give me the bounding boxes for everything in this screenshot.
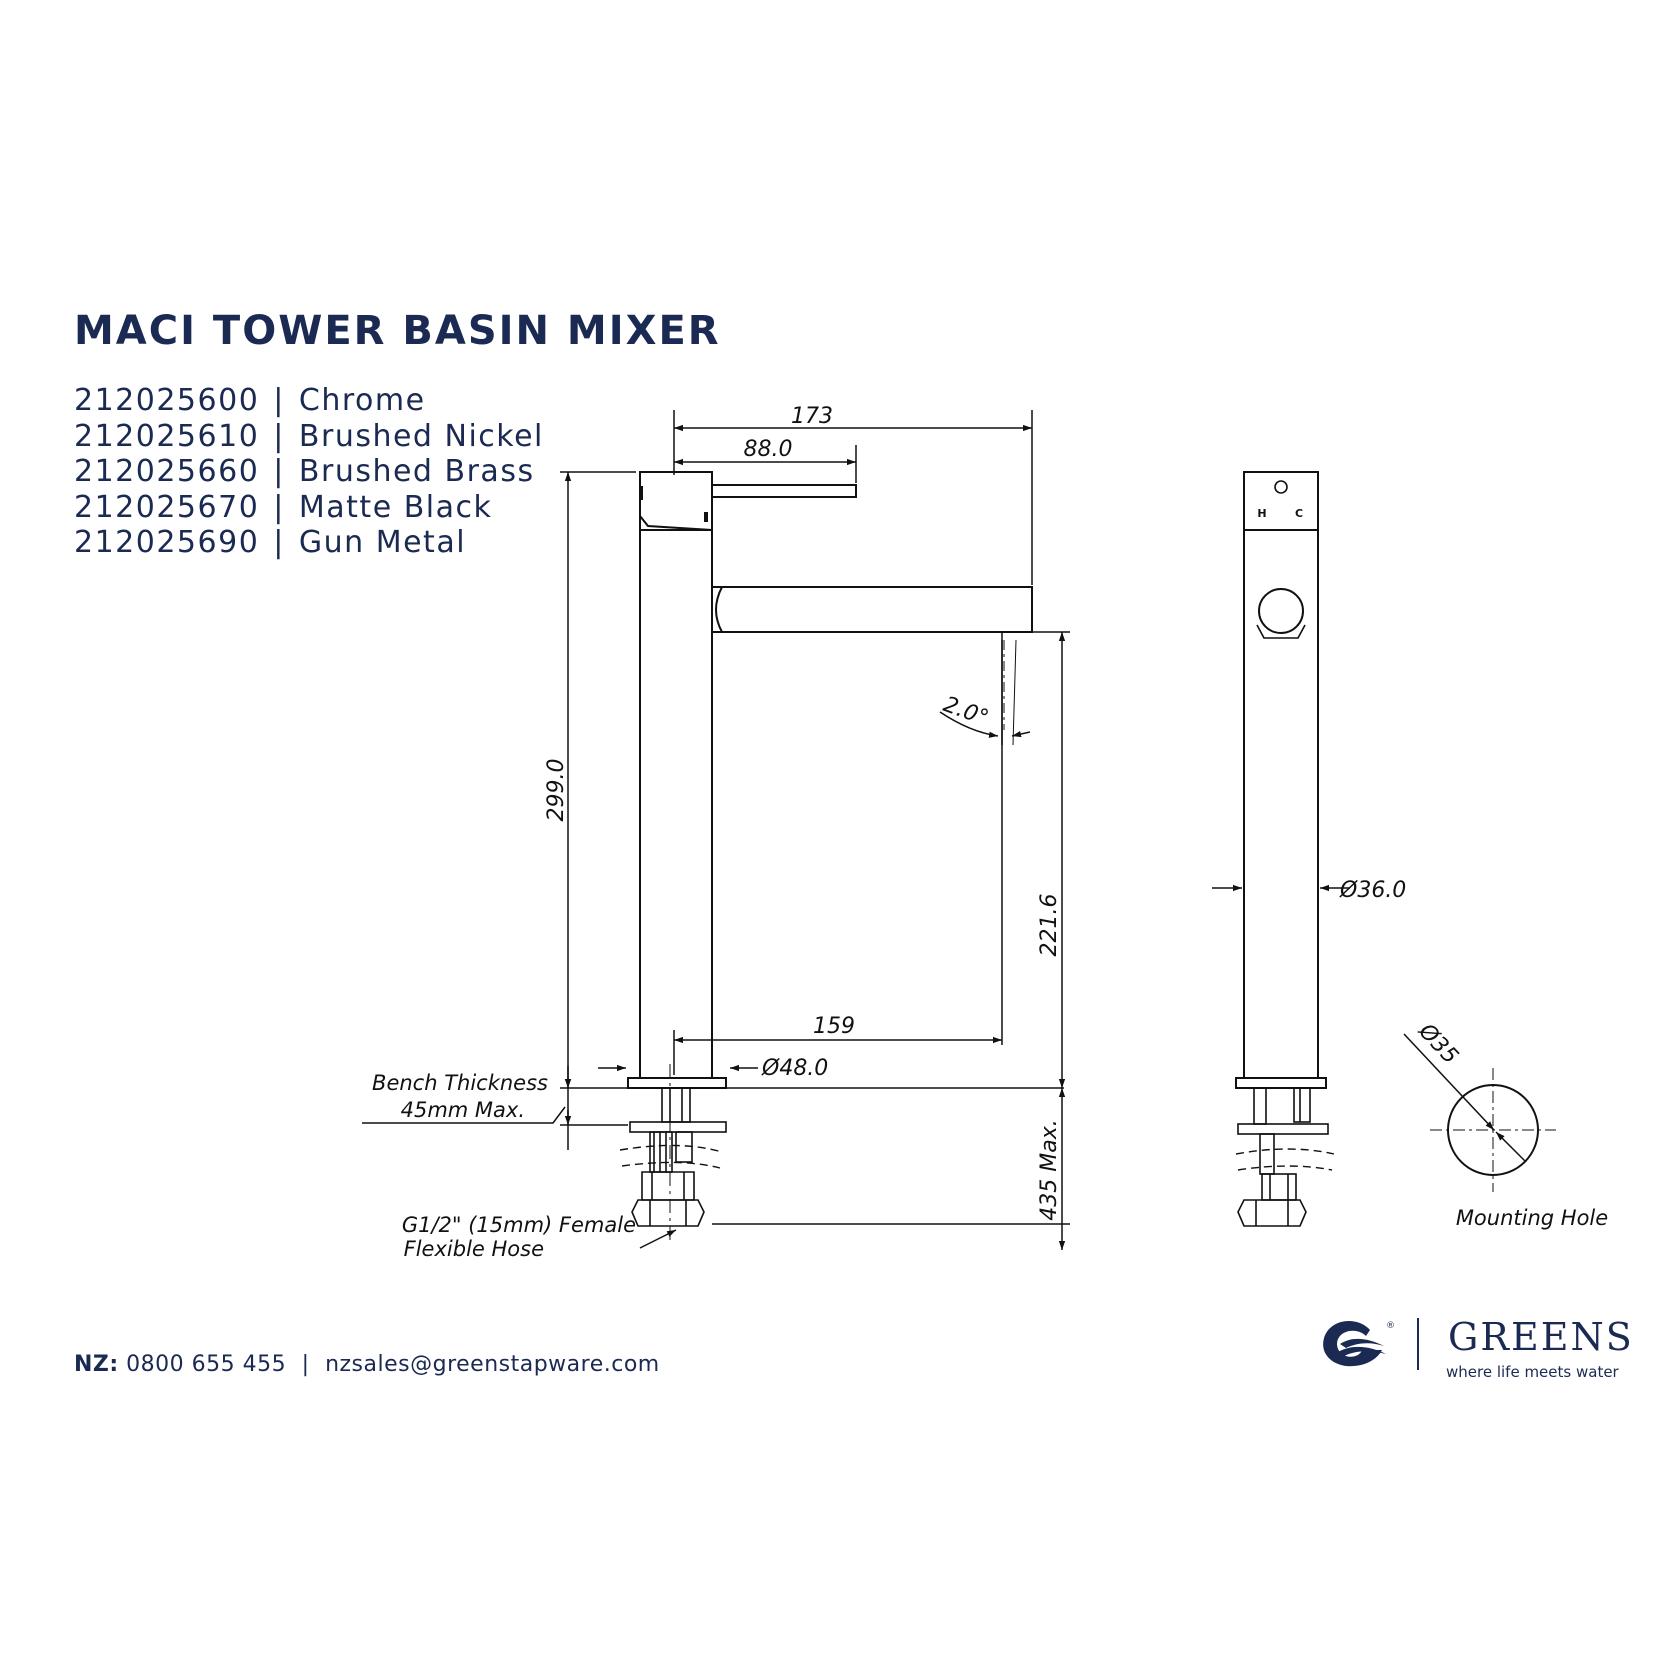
product-code: 212025600	[74, 383, 260, 418]
dim-overall-reach: 173	[791, 404, 833, 429]
finish-name: Gun Metal	[298, 525, 467, 560]
front-view	[619, 471, 1033, 1240]
spout-outlet	[1258, 588, 1304, 634]
brand-tagline: where life meets water	[1446, 1363, 1619, 1381]
finish-name: Matte Black	[298, 489, 493, 525]
greens-logo: ®	[1323, 1318, 1419, 1370]
contact-line: NZ: 0800 655 455 | nzsales@greenstapware…	[74, 1352, 660, 1377]
separator: |	[273, 383, 285, 418]
email-address: nzsales@greenstapware.com	[325, 1352, 660, 1377]
dim-height: 299.0	[544, 759, 569, 822]
hot-label: H	[1257, 507, 1266, 520]
product-code-row: 212025670 | Matte Black	[74, 490, 544, 526]
note-bench-max: 45mm Max.	[401, 1098, 525, 1122]
phone-number: 0800 655 455	[126, 1352, 287, 1377]
note-bench-thickness: Bench Thickness	[372, 1071, 548, 1095]
separator: |	[273, 489, 285, 525]
dim-handle-reach: 88.0	[744, 437, 793, 462]
product-code-row: 212025690 | Gun Metal	[74, 525, 544, 561]
mixer-spout	[715, 586, 1033, 633]
brand-name: GREENS	[1448, 1315, 1634, 1359]
separator: |	[273, 454, 285, 489]
dim-spout-projection: 159	[813, 1014, 855, 1039]
note-hose-size: G1/2" (15mm) Female	[402, 1213, 636, 1237]
mounting-hardware	[629, 1087, 727, 1227]
finish-name: Brushed Nickel	[298, 418, 544, 454]
product-code: 212025690	[74, 525, 260, 560]
mixer-handle-block	[639, 471, 713, 532]
mixer-base-plate	[627, 1077, 727, 1089]
product-title: MACI TOWER BASIN MIXER	[74, 308, 721, 354]
finish-name: Chrome	[298, 383, 426, 418]
product-code-row: 212025660 | Brushed Brass	[74, 454, 544, 490]
greens-swirl-icon	[1323, 1320, 1386, 1367]
finish-name: Brushed Brass	[298, 454, 535, 489]
product-code: 212025660	[74, 454, 260, 489]
dim-spout-angle: 2.0°	[940, 692, 992, 731]
dim-body-diameter: Ø36.0	[1339, 878, 1406, 903]
side-body	[1243, 471, 1319, 1079]
mixer-lever	[711, 484, 857, 498]
mounting-hole	[1403, 1033, 1556, 1192]
registered-mark: ®	[1386, 1321, 1395, 1331]
note-hose-type: Flexible Hose	[404, 1237, 544, 1261]
product-code: 212025670	[74, 489, 260, 525]
dim-hole-diameter: Ø35	[1413, 1018, 1463, 1069]
region-label: NZ:	[74, 1352, 119, 1377]
separator: |	[273, 418, 285, 454]
separator: |	[273, 525, 285, 560]
cold-label: C	[1295, 507, 1303, 520]
mixer-body	[639, 471, 713, 1079]
product-code-row: 212025610 | Brushed Nickel	[74, 419, 544, 455]
product-code-row: 212025600 | Chrome	[74, 383, 544, 419]
product-code: 212025610	[74, 418, 260, 454]
dim-base-diameter: Ø48.0	[761, 1056, 828, 1081]
product-code-list: 212025600 | Chrome 212025610 | Brushed Nicke…	[74, 383, 544, 561]
side-view	[1212, 471, 1350, 1227]
mounting-hole-label: Mounting Hole	[1456, 1206, 1608, 1230]
dim-hose-length: 435 Max.	[1037, 1119, 1062, 1220]
separator: |	[301, 1352, 310, 1377]
front-dimensions	[362, 410, 1070, 1250]
dim-spout-clearance: 221.6	[1037, 894, 1062, 957]
